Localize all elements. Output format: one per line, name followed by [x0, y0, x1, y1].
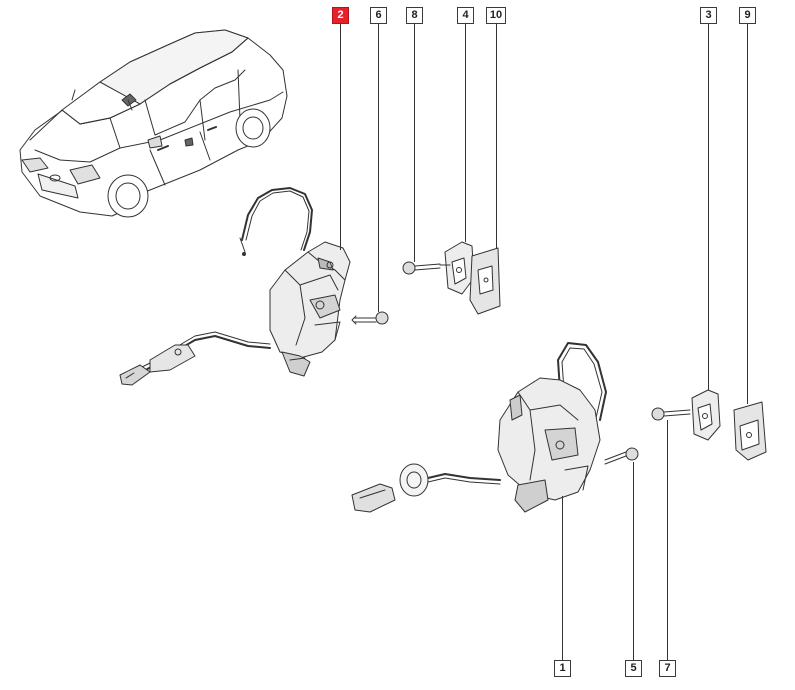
callout-9[interactable]: 9 [739, 7, 756, 24]
rear-door-lock-assembly [352, 343, 606, 512]
striker-part-3 [692, 390, 720, 440]
striker-part-4 [440, 242, 474, 294]
callout-6[interactable]: 6 [370, 7, 387, 24]
callout-3[interactable]: 3 [700, 7, 717, 24]
screw-part-5 [605, 448, 638, 464]
leader-line-5 [633, 462, 634, 660]
callout-4[interactable]: 4 [457, 7, 474, 24]
callout-7[interactable]: 7 [659, 660, 676, 677]
leader-line-9 [747, 24, 748, 404]
leader-line-4 [465, 24, 466, 242]
screw-part-8 [403, 262, 440, 274]
leader-line-10 [496, 24, 497, 248]
screw-part-7 [652, 408, 690, 420]
callout-1[interactable]: 1 [554, 660, 571, 677]
leader-line-3 [708, 24, 709, 390]
cover-plate-part-10 [470, 248, 500, 314]
cover-plate-part-9 [734, 402, 766, 460]
leader-line-7 [667, 420, 668, 660]
leader-line-8 [414, 24, 415, 262]
vehicle-illustration [20, 30, 287, 217]
callout-2[interactable]: 2 [332, 7, 349, 24]
leader-line-6 [378, 24, 379, 312]
leader-line-2 [340, 24, 341, 250]
callout-8[interactable]: 8 [406, 7, 423, 24]
leader-line-1 [562, 496, 563, 660]
callout-10[interactable]: 10 [486, 7, 506, 24]
screw-part-6 [352, 312, 388, 324]
front-door-lock-assembly [120, 188, 350, 385]
callout-5[interactable]: 5 [625, 660, 642, 677]
